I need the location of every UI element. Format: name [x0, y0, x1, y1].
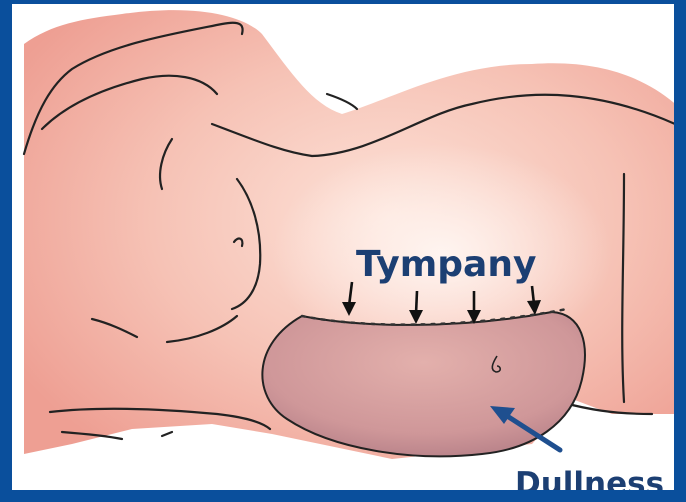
dullness-label: Dullness [515, 466, 664, 502]
percussion-diagram: Tympany Dullness [12, 4, 686, 502]
tympany-label: Tympany [356, 244, 536, 285]
bed-tick [162, 432, 172, 436]
upper-ridge [327, 94, 357, 109]
